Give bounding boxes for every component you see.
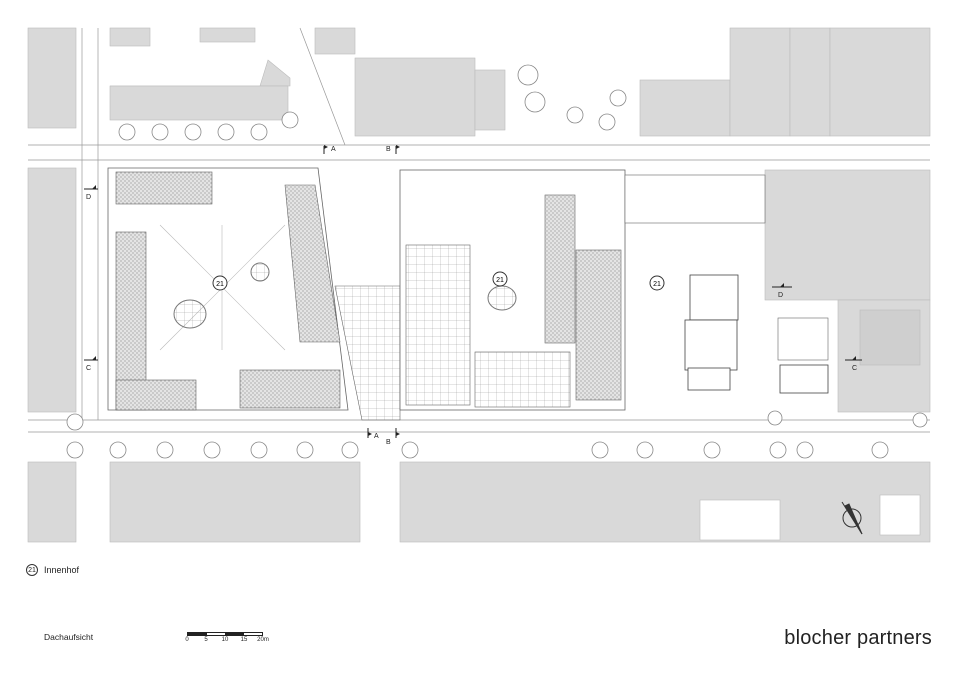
svg-text:B: B xyxy=(386,439,391,446)
svg-text:21: 21 xyxy=(216,281,224,288)
scale-tick: 0 xyxy=(185,637,189,643)
neighbour-buildings-north xyxy=(27,27,931,137)
svg-text:B: B xyxy=(386,146,391,153)
section-marker-a-north: A xyxy=(323,145,336,154)
streets xyxy=(28,27,930,433)
legend-label: Innenhof xyxy=(44,565,80,575)
svg-text:C: C xyxy=(852,365,857,372)
scale-tick: 10 xyxy=(221,637,229,643)
brand-logo: blocher partners xyxy=(784,627,932,649)
north-arrow-icon xyxy=(841,501,863,535)
svg-text:D: D xyxy=(778,292,783,299)
courtyard-label-west: 21 xyxy=(212,275,228,291)
west-building-block xyxy=(107,167,349,411)
scale-tick: 15 xyxy=(240,637,248,643)
street-trees xyxy=(66,64,928,459)
svg-text:D: D xyxy=(86,194,91,201)
scale-bar: 0 5 10 15 20m xyxy=(185,632,269,647)
section-marker-a-south: A xyxy=(367,428,379,440)
svg-text:21: 21 xyxy=(653,281,661,288)
site-plan: 21 21 21 A B A B D C D C xyxy=(27,27,931,543)
section-marker-d-east: D xyxy=(772,283,792,299)
svg-text:A: A xyxy=(374,433,379,440)
courtyard-label-east: 21 xyxy=(649,275,665,291)
svg-text:C: C xyxy=(86,365,91,372)
section-marker-c-west: C xyxy=(84,356,98,372)
legend: 21 Innenhof xyxy=(26,564,79,576)
legend-number: 21 xyxy=(26,564,38,576)
passage-walkway xyxy=(334,285,401,421)
scale-tick: 5 xyxy=(204,637,208,643)
svg-text:21: 21 xyxy=(496,277,504,284)
neighbour-buildings-west xyxy=(27,167,77,413)
section-marker-c-east: C xyxy=(845,356,862,372)
middle-building-block xyxy=(399,169,626,411)
scale-tick: 20m xyxy=(257,637,269,643)
view-title: Dachaufsicht xyxy=(44,632,94,642)
courtyard-label-middle: 21 xyxy=(492,271,508,287)
section-markers: A B A B D C D C xyxy=(84,145,862,446)
east-building-block xyxy=(624,174,829,394)
svg-text:A: A xyxy=(331,146,336,153)
neighbour-buildings-east xyxy=(764,169,931,413)
neighbour-buildings-south xyxy=(27,461,931,543)
section-marker-b-south: B xyxy=(386,428,400,446)
section-marker-d-west: D xyxy=(84,185,98,201)
section-marker-b-north: B xyxy=(386,145,400,154)
